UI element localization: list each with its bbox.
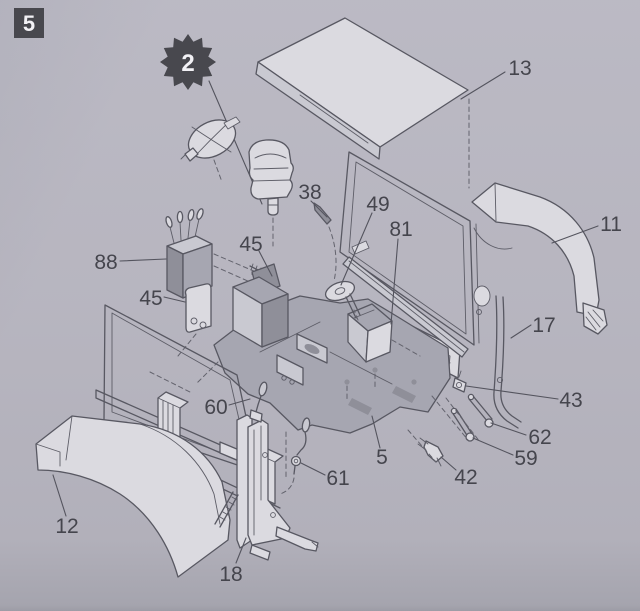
part-label-5: 5 <box>376 446 388 469</box>
part-label-13: 13 <box>508 57 531 80</box>
part-label-18: 18 <box>219 563 242 586</box>
rear-window-frame-drawing <box>339 151 491 346</box>
side-frame-strip-drawing <box>493 295 522 429</box>
pedal-bracket-drawing <box>276 333 328 386</box>
part-label-61: 61 <box>326 467 349 490</box>
leader-lines <box>52 71 599 564</box>
seat-drawing <box>248 139 294 247</box>
detail-badge-number: 2 <box>181 50 194 77</box>
hinge-pivot <box>473 285 491 307</box>
part-label-43: 43 <box>559 389 582 412</box>
detail-badge: 2 <box>160 34 216 90</box>
link-rod-59-drawing <box>450 407 475 442</box>
step-badge-number: 5 <box>23 11 35 36</box>
heater-box-drawing <box>232 276 289 348</box>
part-label-62: 62 <box>528 426 551 449</box>
seat-pedestal-drawing <box>347 303 421 363</box>
part-labels: 13 11 38 49 81 88 45 45 17 43 62 59 42 5… <box>55 57 622 586</box>
part-label-38: 38 <box>298 181 321 204</box>
part-label-17: 17 <box>532 314 555 337</box>
part-label-12: 12 <box>55 515 78 538</box>
crank-handle-drawing <box>279 417 311 495</box>
part-label-59: 59 <box>514 447 537 470</box>
fork-clip-42-drawing <box>417 437 444 467</box>
part-label-45-lower: 45 <box>139 287 162 310</box>
right-fender-drawing <box>471 182 608 335</box>
linkage-dashed-lines <box>407 395 481 463</box>
left-fender-drawing <box>35 415 231 578</box>
pivot-pin-43-drawing <box>452 370 467 393</box>
step-badge: 5 <box>14 8 44 38</box>
lift-mechanism-drawing <box>214 414 319 561</box>
steering-wheel-drawing <box>324 280 361 321</box>
roof-panel-drawing <box>255 17 470 189</box>
part-label-11: 11 <box>600 213 622 236</box>
part-label-60: 60 <box>204 396 227 419</box>
foot-pedal-arm <box>275 526 319 552</box>
gear-lever-drawing <box>249 381 268 423</box>
threaded-rod <box>214 491 239 528</box>
link-rod-62-drawing <box>467 393 494 428</box>
part-label-88: 88 <box>94 251 117 274</box>
beacon-light-drawing <box>180 116 241 183</box>
part-label-42: 42 <box>454 466 477 489</box>
part-label-49: 49 <box>366 193 389 216</box>
part-label-45-upper: 45 <box>239 233 262 256</box>
part-label-81: 81 <box>389 218 412 241</box>
fender-step-plate <box>582 302 608 335</box>
